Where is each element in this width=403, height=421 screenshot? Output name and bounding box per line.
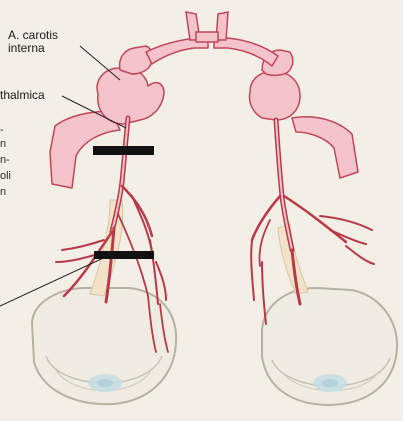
lower-marker-bar	[94, 251, 154, 259]
carotis-interna-label: A. carotis interna	[8, 29, 58, 55]
margin-fragment-2: n	[0, 138, 6, 151]
anterior-communicating-bridge	[196, 32, 218, 42]
margin-fragment-1: -	[0, 124, 4, 137]
right-iris-tint	[322, 379, 338, 387]
margin-fragment-4: oli	[0, 170, 11, 183]
right-carotid-siphon	[250, 72, 301, 120]
upper-marker-bar	[93, 146, 154, 155]
ophthalmica-label: thalmica	[0, 89, 45, 102]
right-eyeball	[262, 288, 397, 405]
margin-fragment-5: n	[0, 186, 6, 199]
carotis-label-line2: interna	[8, 42, 58, 55]
left-iris-tint	[97, 379, 113, 387]
margin-fragment-3: n-	[0, 154, 10, 167]
